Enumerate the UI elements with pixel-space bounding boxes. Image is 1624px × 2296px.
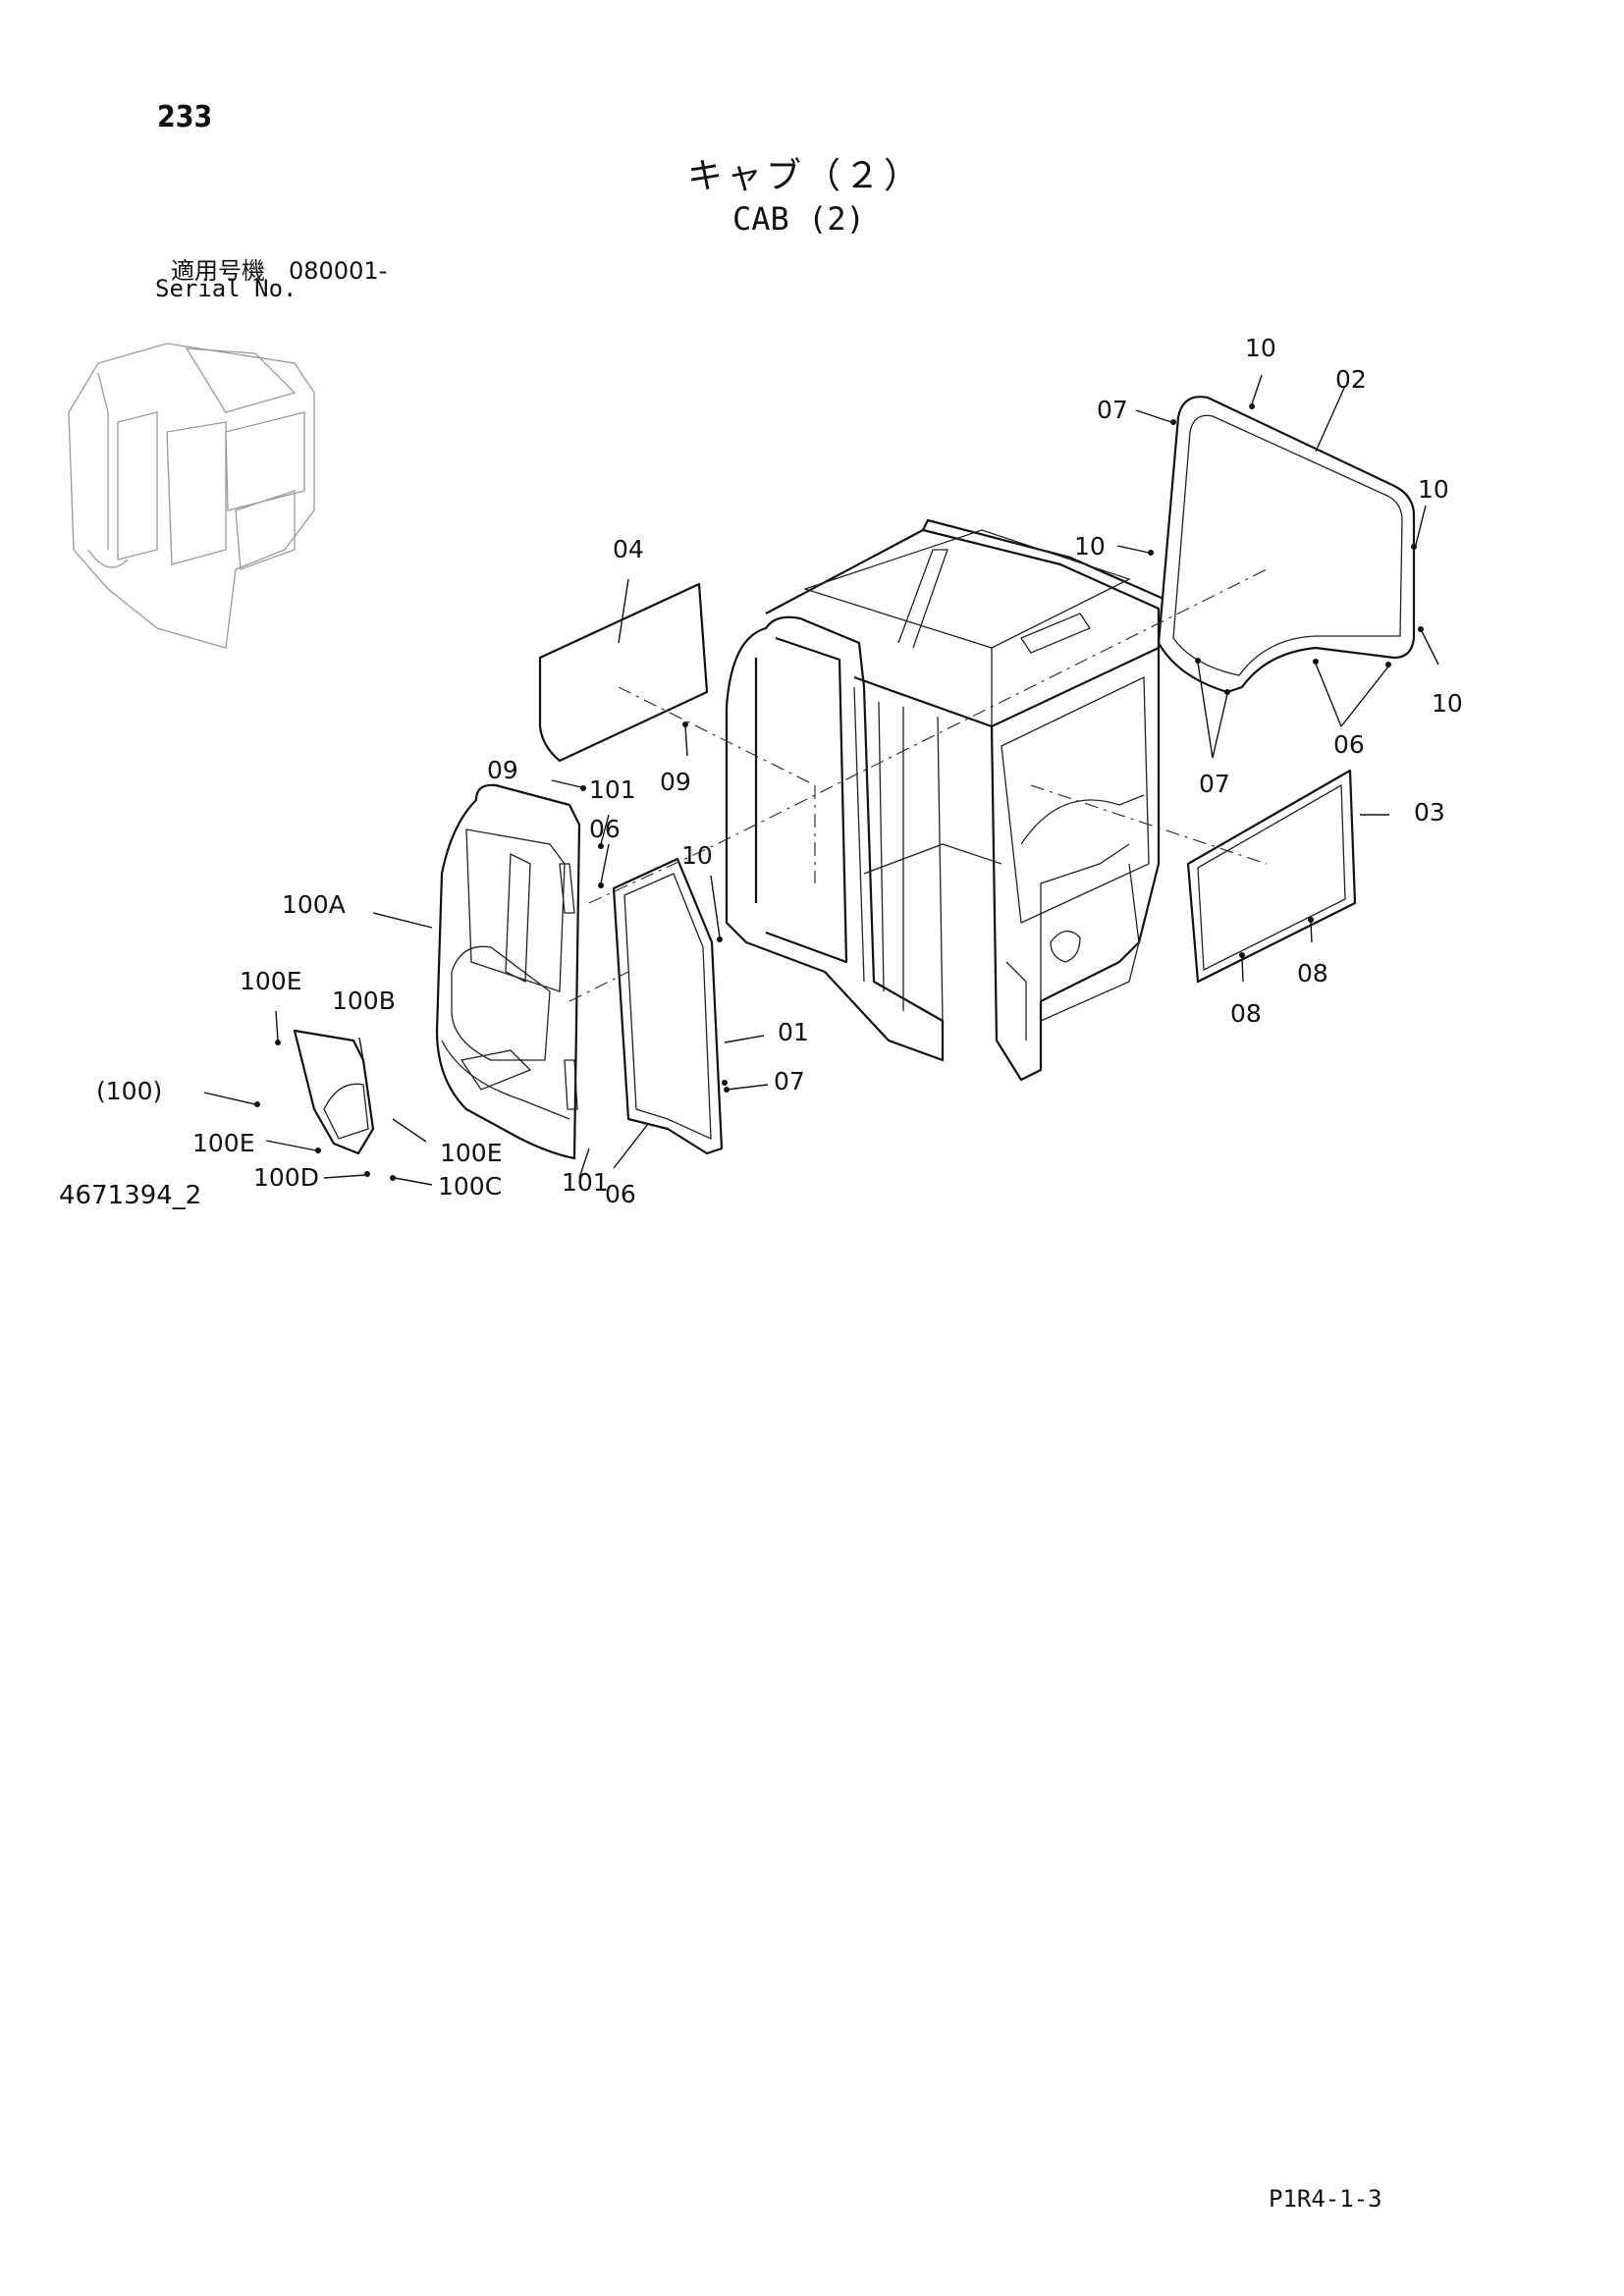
figure-code: 4671394_2 [59,1181,202,1210]
callout-100C: 100C [438,1172,503,1201]
part-02-rear-glass [1157,396,1416,694]
serial-label-japanese: 適用号機 080001- [171,257,388,285]
callout-100-paren: (100) [96,1077,163,1105]
callout-01: 01 [778,1018,809,1046]
callout-10-top: 10 [1245,334,1276,362]
callout-03: 03 [1414,798,1445,827]
part-100A-door [435,783,581,1160]
cab-thumbnail [68,343,315,649]
callout-10-right-lower: 10 [1432,689,1463,718]
callout-09-right: 09 [660,768,691,796]
callout-10-right-upper: 10 [1418,475,1449,504]
callout-07-top: 07 [1097,396,1128,424]
callout-dots [254,403,1424,1181]
page-number: 233 [157,100,213,134]
callout-07-bottom: 07 [774,1067,805,1095]
callout-100E-left: 100E [192,1129,255,1157]
part-01-lower-glass [612,857,724,1155]
callout-08-right: 08 [1297,959,1328,988]
callout-101-bottom: 101 [562,1168,609,1197]
callout-100A: 100A [282,890,346,919]
page-title-japanese: キャブ（２） [687,156,924,196]
cab-frame [725,518,1164,1082]
callout-100E-top: 100E [240,967,302,995]
callout-leader-lines [203,374,1439,1186]
page-code: P1R4-1-3 [1269,2185,1382,2213]
callout-09-left: 09 [487,756,518,784]
callout-08-left: 08 [1230,999,1262,1028]
part-04-upper-glass [538,582,709,763]
assembly-centre-lines [568,568,1268,1002]
callout-07-mid: 07 [1199,770,1230,798]
part-03-side-glass [1186,769,1357,984]
callout-10-door: 10 [681,841,713,870]
callout-101-top: 101 [589,775,636,804]
callout-06-top: 06 [589,815,621,843]
callout-02: 02 [1335,365,1367,394]
page-title-english: CAB (2) [732,200,865,238]
callout-100B: 100B [332,987,396,1015]
callout-04: 04 [613,535,644,563]
callout-100E-right: 100E [440,1139,503,1167]
callout-06-bottom: 06 [605,1180,636,1208]
callout-06-right: 06 [1333,730,1365,759]
callout-10-left: 10 [1074,532,1106,561]
serial-label-english: Serial No. [155,275,298,302]
callout-100D: 100D [253,1163,319,1192]
part-100B-lower-panel [293,1029,375,1155]
